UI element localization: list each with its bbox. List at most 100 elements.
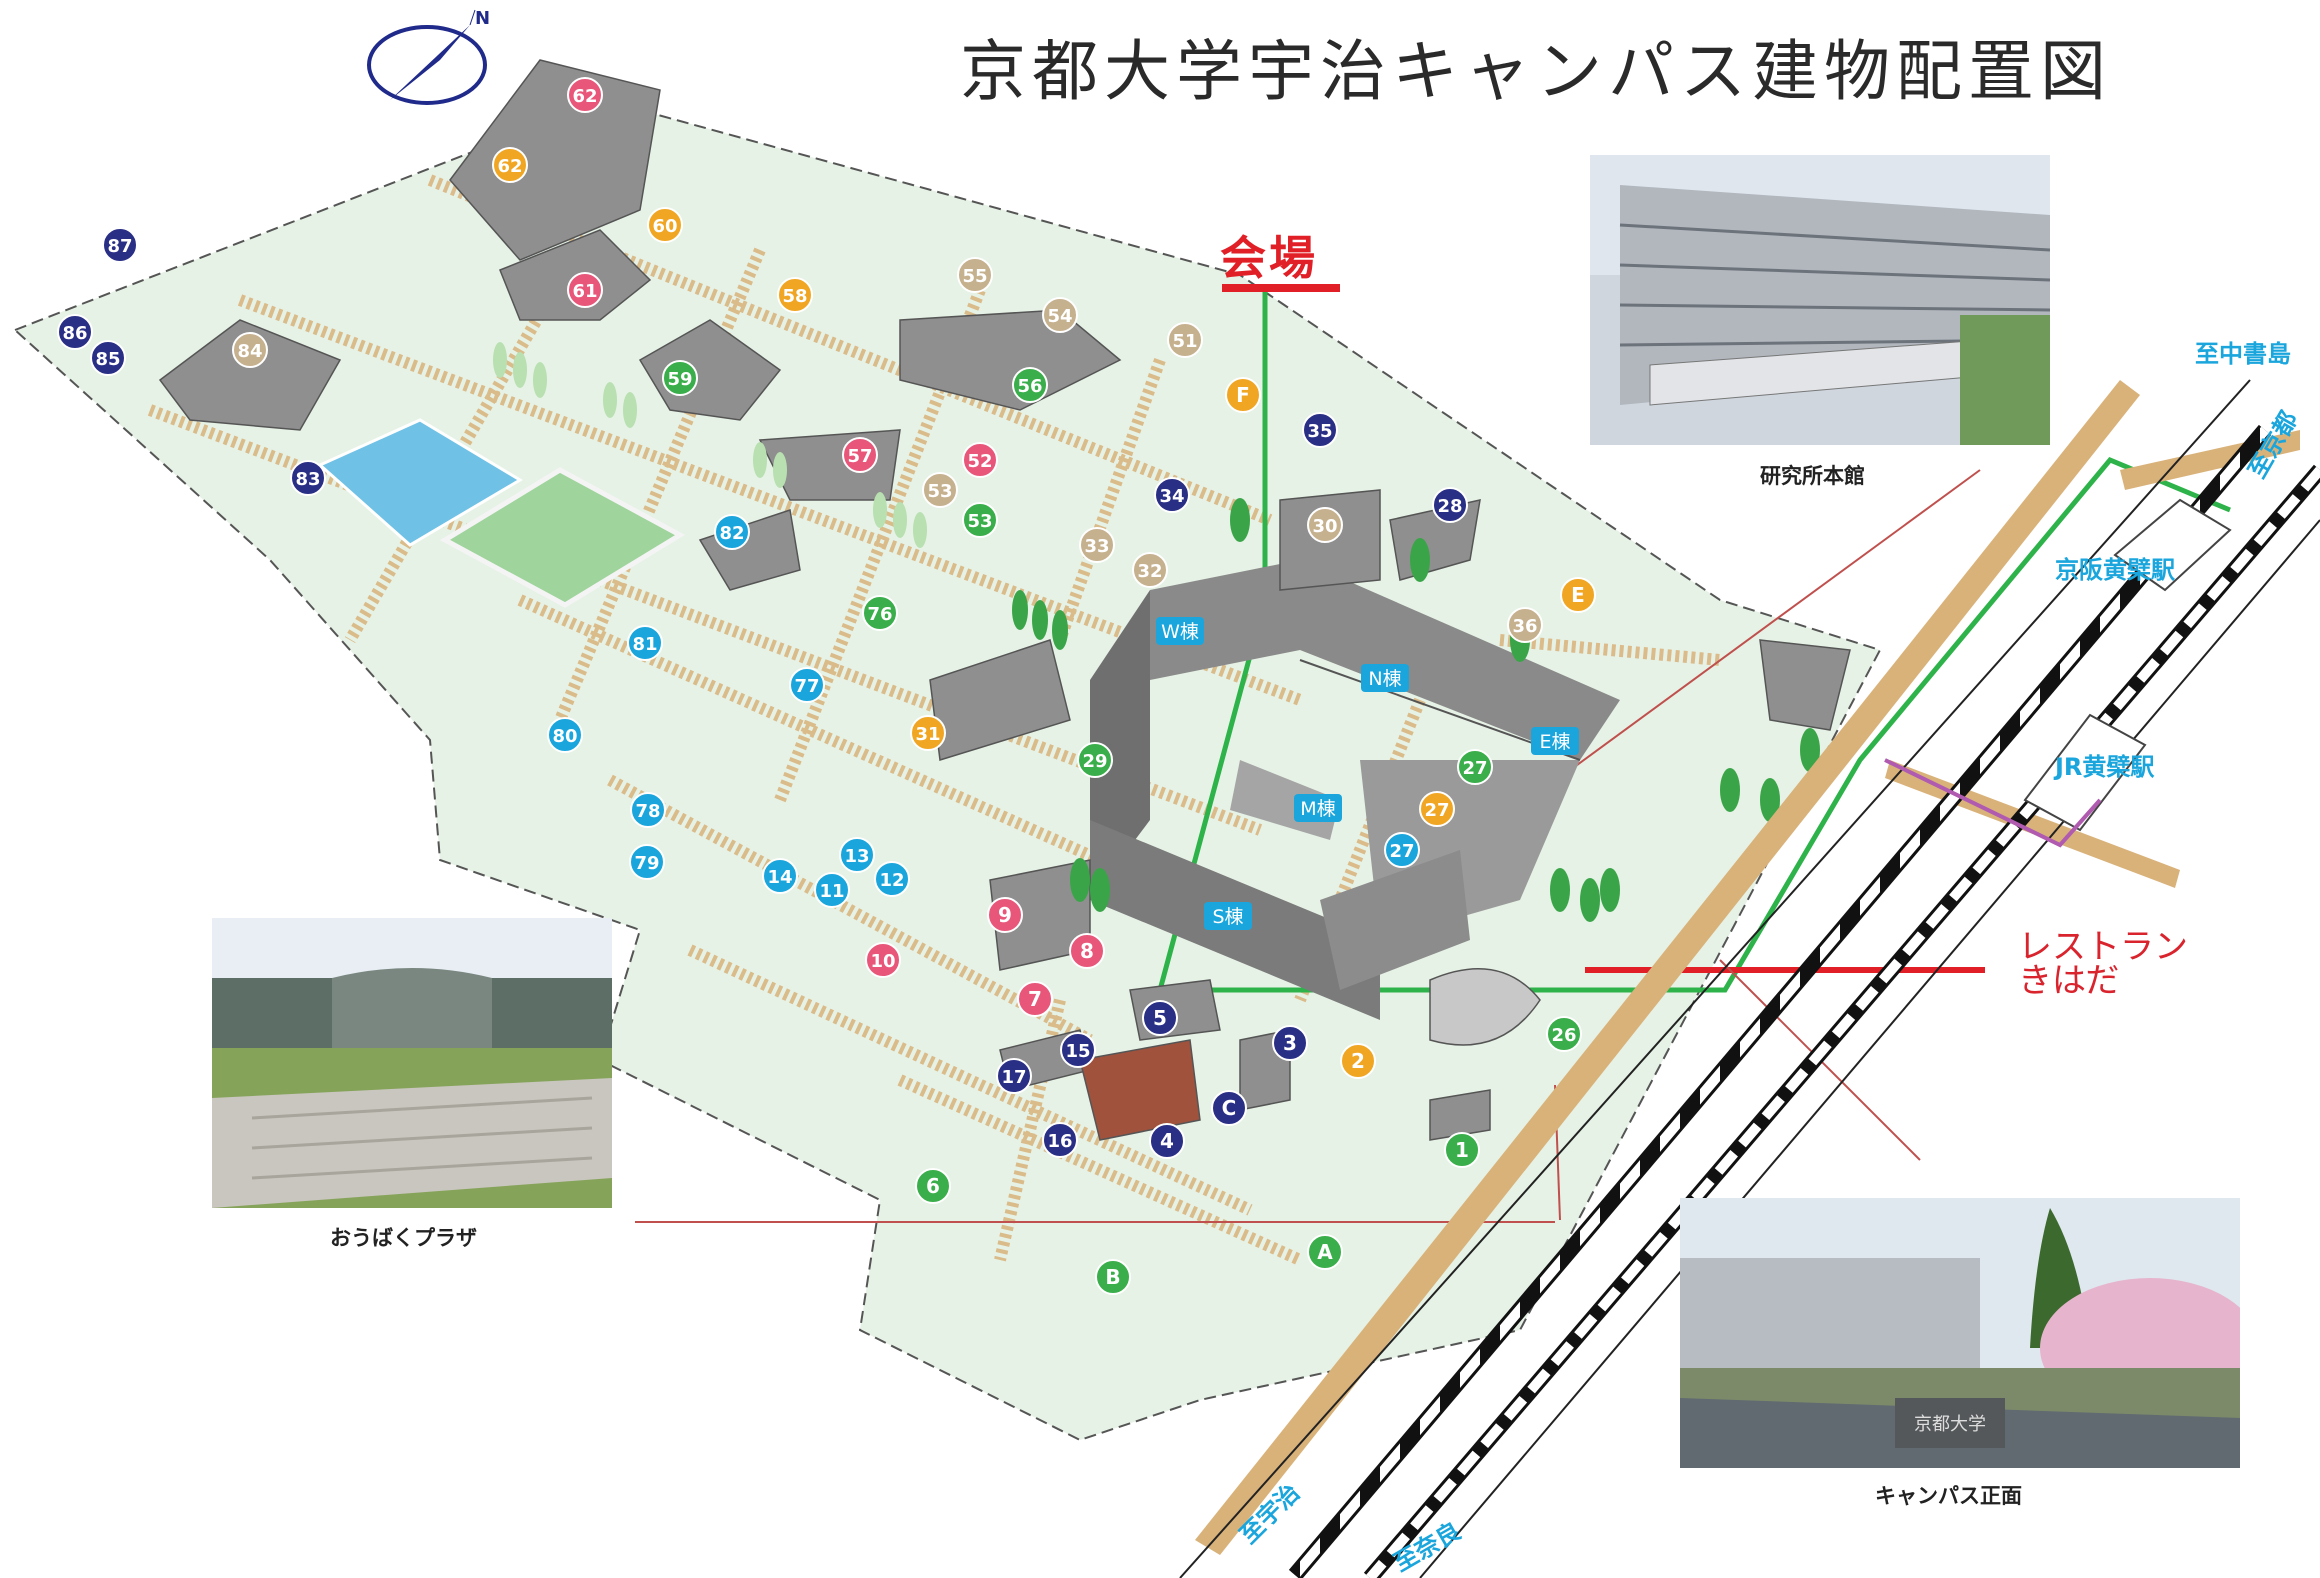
- marker-label: 55: [962, 266, 987, 287]
- building-marker-34[interactable]: 34: [1154, 477, 1190, 513]
- campus-ground: [13, 108, 1882, 1442]
- building-marker-11[interactable]: 11: [814, 872, 850, 908]
- marker-circle: [1419, 791, 1455, 827]
- marker-label: 36: [1512, 616, 1537, 637]
- railway-keihan: [1288, 424, 2272, 1578]
- building-marker-13[interactable]: 13: [839, 837, 875, 873]
- building-marker-51[interactable]: 51: [1167, 322, 1203, 358]
- building-marker-33[interactable]: 33: [1079, 527, 1115, 563]
- building-marker-6[interactable]: 6: [915, 1168, 951, 1204]
- building-marker-83[interactable]: 83: [290, 460, 326, 496]
- marker-circle: [1432, 487, 1468, 523]
- building-marker-27[interactable]: 27: [1419, 791, 1455, 827]
- marker-circle: [996, 1058, 1032, 1094]
- building-marker-4[interactable]: 4: [1149, 1123, 1185, 1159]
- marker-circle: [102, 227, 138, 263]
- building-marker-E[interactable]: E: [1560, 577, 1596, 613]
- marker-label: 59: [667, 369, 692, 390]
- building-marker-87[interactable]: 87: [102, 227, 138, 263]
- marker-circle: [1225, 377, 1261, 413]
- marker-label: 9: [998, 903, 1012, 927]
- marker-circle: [1546, 1016, 1582, 1052]
- building-marker-F[interactable]: F: [1225, 377, 1261, 413]
- building-marker-27[interactable]: 27: [1457, 749, 1493, 785]
- building-marker-52[interactable]: 52: [962, 442, 998, 478]
- building-marker-62[interactable]: 62: [492, 147, 528, 183]
- marker-label: 60: [652, 216, 677, 237]
- building-marker-8[interactable]: 8: [1069, 933, 1105, 969]
- building-marker-61[interactable]: 61: [567, 272, 603, 308]
- caption-obaku-plaza: おうばくプラザ: [330, 1226, 477, 1250]
- building-marker-10[interactable]: 10: [865, 942, 901, 978]
- marker-circle: [862, 595, 898, 631]
- marker-label: 11: [819, 881, 844, 902]
- building-marker-36[interactable]: 36: [1507, 607, 1543, 643]
- building-marker-60[interactable]: 60: [647, 207, 683, 243]
- marker-circle: [1272, 1025, 1308, 1061]
- building-marker-77[interactable]: 77: [789, 667, 825, 703]
- marker-label: 1: [1455, 1138, 1469, 1162]
- building-marker-30[interactable]: 30: [1307, 507, 1343, 543]
- building-marker-17[interactable]: 17: [996, 1058, 1032, 1094]
- building-marker-86[interactable]: 86: [57, 314, 93, 350]
- building-marker-14[interactable]: 14: [762, 858, 798, 894]
- marker-label: 27: [1424, 800, 1449, 821]
- building-marker-79[interactable]: 79: [629, 844, 665, 880]
- marker-label: 85: [95, 349, 120, 370]
- building-marker-78[interactable]: 78: [630, 792, 666, 828]
- building-marker-7[interactable]: 7: [1017, 981, 1053, 1017]
- building-marker-C[interactable]: C: [1211, 1090, 1247, 1126]
- building-marker-55[interactable]: 55: [957, 257, 993, 293]
- building-marker-9[interactable]: 9: [987, 897, 1023, 933]
- building-marker-12[interactable]: 12: [874, 861, 910, 897]
- marker-label: 62: [497, 156, 522, 177]
- building-marker-35[interactable]: 35: [1302, 412, 1338, 448]
- building-marker-28[interactable]: 28: [1432, 487, 1468, 523]
- marker-label: 53: [927, 481, 952, 502]
- building-marker-53[interactable]: 53: [962, 502, 998, 538]
- building-marker-29[interactable]: 29: [1077, 742, 1113, 778]
- building-marker-58[interactable]: 58: [777, 277, 813, 313]
- building-marker-81[interactable]: 81: [627, 625, 663, 661]
- building-marker-32[interactable]: 32: [1132, 552, 1168, 588]
- marker-label: 4: [1160, 1129, 1174, 1153]
- building-marker-53[interactable]: 53: [922, 472, 958, 508]
- wing-label: W棟: [1161, 621, 1199, 643]
- railway-jr: [1363, 464, 2320, 1578]
- building-marker-2[interactable]: 2: [1340, 1043, 1376, 1079]
- building-marker-57[interactable]: 57: [842, 437, 878, 473]
- compass-n-icon: [469, 9, 476, 26]
- building-marker-84[interactable]: 84: [232, 332, 268, 368]
- marker-label: 7: [1028, 987, 1042, 1011]
- marker-circle: [1154, 477, 1190, 513]
- building-marker-15[interactable]: 15: [1060, 1032, 1096, 1068]
- building-marker-56[interactable]: 56: [1012, 367, 1048, 403]
- marker-label: 15: [1065, 1041, 1090, 1062]
- marker-circle: [90, 340, 126, 376]
- building-marker-5[interactable]: 5: [1142, 1000, 1178, 1036]
- building-marker-82[interactable]: 82: [714, 514, 750, 550]
- photo-main-building: [1590, 155, 2050, 445]
- marker-label: 3: [1283, 1031, 1297, 1055]
- marker-label: 17: [1001, 1067, 1026, 1088]
- building-marker-85[interactable]: 85: [90, 340, 126, 376]
- marker-circle: [547, 717, 583, 753]
- building-marker-3[interactable]: 3: [1272, 1025, 1308, 1061]
- marker-circle: [662, 360, 698, 396]
- building-marker-1[interactable]: 1: [1444, 1132, 1480, 1168]
- restaurant-label-line1: レストラン: [2018, 927, 2188, 967]
- building-marker-B[interactable]: B: [1095, 1259, 1131, 1295]
- building-marker-A[interactable]: A: [1307, 1234, 1343, 1270]
- gate-sign-text: 京都大学: [1914, 1414, 1986, 1435]
- marker-circle: [777, 277, 813, 313]
- marker-label: 62: [572, 86, 597, 107]
- building-marker-62[interactable]: 62: [567, 77, 603, 113]
- building-marker-76[interactable]: 76: [862, 595, 898, 631]
- building-marker-27[interactable]: 27: [1384, 832, 1420, 868]
- building-marker-80[interactable]: 80: [547, 717, 583, 753]
- building-marker-59[interactable]: 59: [662, 360, 698, 396]
- building-marker-54[interactable]: 54: [1042, 297, 1078, 333]
- building-marker-16[interactable]: 16: [1042, 1122, 1078, 1158]
- building-marker-26[interactable]: 26: [1546, 1016, 1582, 1052]
- building-marker-31[interactable]: 31: [910, 715, 946, 751]
